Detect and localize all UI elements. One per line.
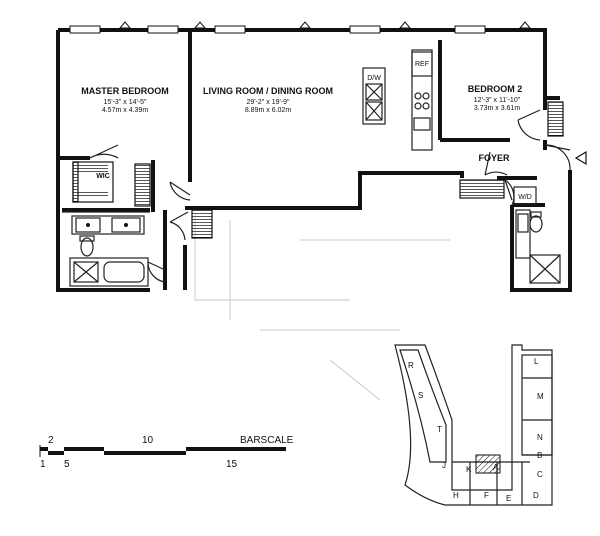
wd-label: W/D xyxy=(518,194,532,201)
living-room-name: LIVING ROOM / DINING ROOM xyxy=(203,86,333,96)
background-lines xyxy=(194,215,450,401)
master-bedroom-name: MASTER BEDROOM xyxy=(81,86,169,96)
keyplan-unit-M: M xyxy=(537,392,544,401)
foyer-label: FOYER xyxy=(478,153,510,163)
barscale-label: BARSCALE xyxy=(240,435,294,446)
master-bath xyxy=(69,215,149,287)
bedroom2-dim-m: 3.73m x 3.61m xyxy=(474,105,520,112)
kitchen xyxy=(362,49,433,151)
ref-label: REF xyxy=(415,61,429,68)
keyplan-unit-B: B xyxy=(537,451,542,460)
keyplan-unit-J: J xyxy=(442,461,446,470)
bedroom2-name: BEDROOM 2 xyxy=(468,84,523,94)
keyplan-unit-L: L xyxy=(534,357,539,366)
master-bedroom-dim-m: 4.57m x 4.39m xyxy=(102,107,148,114)
windows xyxy=(69,21,532,34)
barscale-tick-1: 1 xyxy=(40,459,46,470)
barscale-tick-10: 10 xyxy=(142,435,154,446)
keyplan-unit-D: D xyxy=(533,491,539,500)
master-bedroom-dim-ft: 15'-3" x 14'-5" xyxy=(103,99,147,106)
living-room-dim-m: 8.89m x 6.02m xyxy=(245,107,291,114)
keyplan-unit-E: E xyxy=(506,494,511,503)
key-plan: R S T J K A B C D E F H L M N xyxy=(394,344,553,506)
barscale-tick-2: 2 xyxy=(48,435,54,446)
keyplan-unit-T: T xyxy=(437,425,442,434)
keyplan-unit-K: K xyxy=(466,465,472,474)
keyplan-unit-R: R xyxy=(408,361,414,370)
keyplan-unit-A: A xyxy=(493,463,499,472)
closets xyxy=(72,101,564,239)
dw-label: D/W xyxy=(367,75,381,82)
doors xyxy=(89,109,571,283)
barscale: 1 2 5 10 15 BARSCALE xyxy=(39,435,294,470)
keyplan-unit-C: C xyxy=(537,470,543,479)
interior-walls xyxy=(58,32,560,290)
living-room-dim-ft: 29'-2" x 19'-9" xyxy=(246,99,290,106)
barscale-tick-5: 5 xyxy=(64,459,70,470)
keyplan-unit-F: F xyxy=(484,491,489,500)
keyplan-unit-S: S xyxy=(418,391,423,400)
keyplan-unit-H: H xyxy=(453,491,459,500)
second-bath xyxy=(513,186,561,284)
entry-arrow-icon xyxy=(574,150,587,166)
room-labels: MASTER BEDROOM 15'-3" x 14'-5" 4.57m x 4… xyxy=(81,61,532,201)
wic-label: WIC xyxy=(96,173,110,180)
bedroom2-dim-ft: 12'-3" x 11'-10" xyxy=(474,97,521,104)
barscale-tick-15: 15 xyxy=(226,459,238,470)
keyplan-unit-N: N xyxy=(537,433,543,442)
